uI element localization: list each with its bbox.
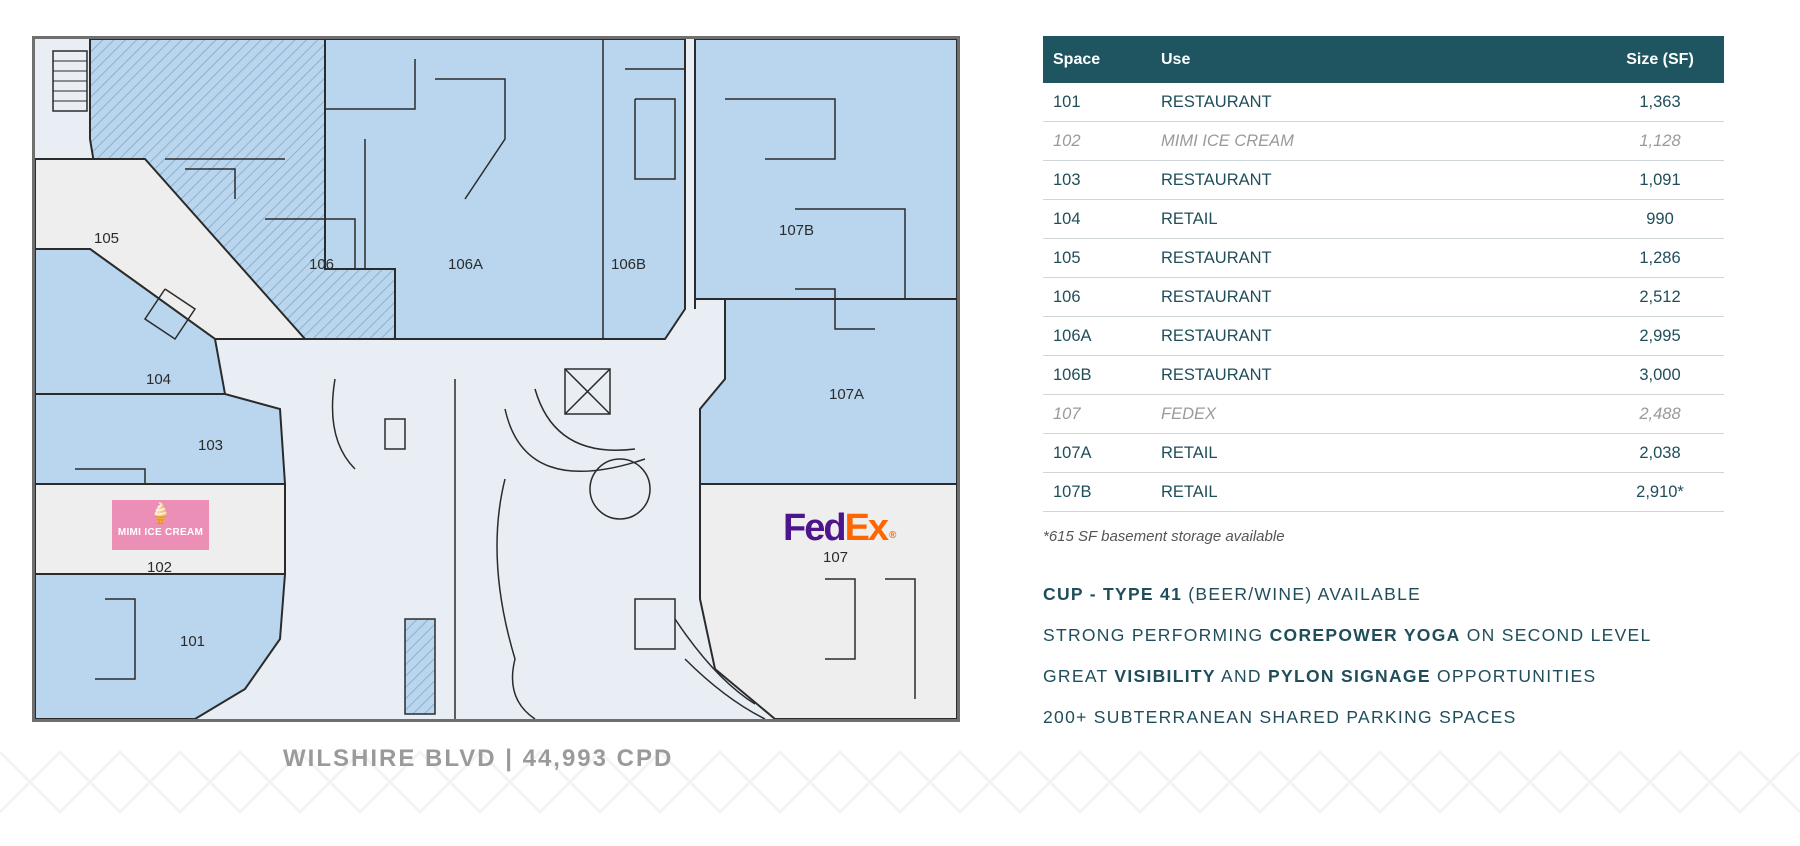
cell-space: 107	[1043, 394, 1151, 434]
cell-use: RETAIL	[1151, 199, 1596, 239]
cell-space: 105	[1043, 238, 1151, 278]
cell-size: 2,995	[1596, 316, 1724, 356]
room-label-102: 102	[147, 559, 173, 576]
ice-cream-cone-icon: 🍦	[148, 503, 173, 525]
cell-size: 2,038	[1596, 433, 1724, 473]
cell-use: MIMI ICE CREAM	[1151, 121, 1596, 161]
cell-space: 103	[1043, 160, 1151, 200]
cell-use: FEDEX	[1151, 394, 1596, 434]
room-label-101: 101	[180, 633, 206, 650]
room-label-104: 104	[146, 371, 172, 388]
header-size: Size (SF)	[1596, 36, 1724, 83]
cell-size: 990	[1596, 199, 1724, 239]
room-label-106a: 106A	[448, 256, 484, 273]
room-label-106b: 106B	[611, 256, 647, 273]
cell-use: RESTAURANT	[1151, 238, 1596, 278]
cell-use: RESTAURANT	[1151, 160, 1596, 200]
room-label-103: 103	[198, 437, 224, 454]
footnote: *615 SF basement storage available	[1043, 528, 1285, 545]
room-label-105: 105	[94, 230, 120, 247]
cell-use: RESTAURANT	[1151, 316, 1596, 356]
feature-item: CUP - TYPE 41 (BEER/WINE) AVAILABLE	[1043, 584, 1422, 604]
cell-use: RESTAURANT	[1151, 355, 1596, 395]
fedex-logo: FedEx®	[783, 507, 897, 549]
street-caption: WILSHIRE BLVD | 44,993 CPD	[283, 745, 674, 772]
feature-item: STRONG PERFORMING COREPOWER YOGA ON SECO…	[1043, 625, 1652, 645]
cell-space: 106B	[1043, 355, 1151, 395]
cell-size: 3,000	[1596, 355, 1724, 395]
cell-space: 106A	[1043, 316, 1151, 356]
room-label-107b: 107B	[779, 222, 815, 239]
room-label-106: 106	[309, 256, 335, 273]
feature-item: GREAT VISIBILITY AND PYLON SIGNAGE OPPOR…	[1043, 666, 1597, 686]
feature-item: 200+ SUBTERRANEAN SHARED PARKING SPACES	[1043, 707, 1517, 727]
room-label-107: 107	[823, 549, 849, 566]
cell-use: RETAIL	[1151, 472, 1596, 512]
header-space: Space	[1043, 36, 1151, 83]
mimi-ice-cream-logo: 🍦 MIMI ICE CREAM	[112, 500, 209, 550]
cell-size: 1,363	[1596, 83, 1724, 122]
cell-use: RETAIL	[1151, 433, 1596, 473]
cell-space: 104	[1043, 199, 1151, 239]
room-label-107a: 107A	[829, 386, 865, 403]
cell-size: 1,286	[1596, 238, 1724, 278]
table-header-row: Space Use Size (SF)	[1043, 36, 1724, 83]
feature-list: CUP - TYPE 41 (BEER/WINE) AVAILABLE STRO…	[1043, 582, 1652, 746]
cell-space: 107B	[1043, 472, 1151, 512]
cell-space: 106	[1043, 277, 1151, 317]
cell-size: 2,512	[1596, 277, 1724, 317]
floor-plan: 101 102 103 104 105 106 106A 106B 107 10…	[32, 36, 960, 722]
cell-size: 2,910*	[1596, 472, 1724, 512]
cell-use: RESTAURANT	[1151, 277, 1596, 317]
cell-space: 107A	[1043, 433, 1151, 473]
cell-size: 1,091	[1596, 160, 1724, 200]
cell-space: 101	[1043, 83, 1151, 122]
floor-plan-drawing	[35, 39, 957, 719]
header-use: Use	[1151, 36, 1596, 83]
cell-space: 102	[1043, 121, 1151, 161]
cell-use: RESTAURANT	[1151, 83, 1596, 122]
cell-size: 1,128	[1596, 121, 1724, 161]
cell-size: 2,488	[1596, 394, 1724, 434]
